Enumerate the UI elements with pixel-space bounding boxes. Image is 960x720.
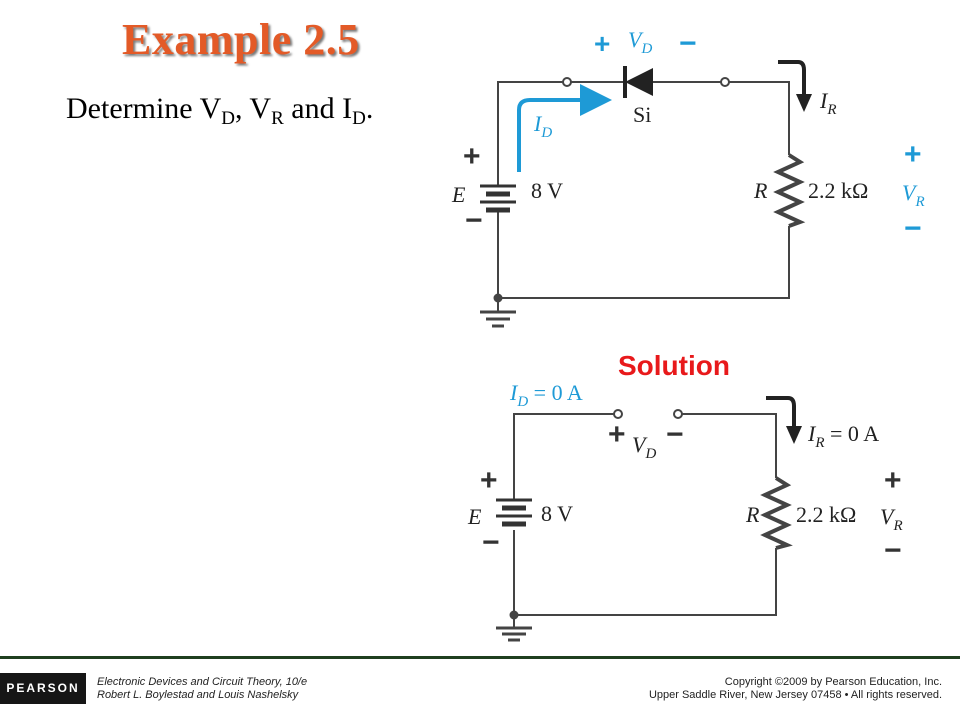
c2-resistor bbox=[760, 476, 793, 550]
c2-vd-label: VD bbox=[632, 432, 656, 462]
c1-res-name: R bbox=[753, 178, 768, 203]
rights-line: Upper Saddle River, New Jersey 07458 • A… bbox=[648, 689, 942, 701]
c2-vr-plus: + bbox=[884, 464, 902, 497]
c1-wire-resistor-bottom bbox=[497, 212, 790, 299]
c2-ir-arrowhead-icon bbox=[786, 426, 802, 444]
c1-source-name: E bbox=[451, 182, 466, 207]
c1-vd-minus: − bbox=[679, 27, 697, 60]
c2-vr-minus: − bbox=[884, 534, 902, 567]
circuit2 bbox=[496, 409, 793, 642]
c2-batt-minus: − bbox=[482, 526, 500, 559]
pearson-logo: PEARSON bbox=[0, 673, 86, 704]
copyright-line: Copyright ©2009 by Pearson Education, In… bbox=[724, 676, 942, 688]
c1-source-value: 8 V bbox=[531, 178, 563, 203]
c1-vr-plus: + bbox=[904, 138, 922, 171]
c1-wire-left bbox=[497, 81, 563, 186]
c1-resistor bbox=[773, 153, 806, 228]
c1-diode-icon bbox=[623, 66, 653, 98]
c1-wire-right bbox=[729, 81, 790, 155]
footer-divider bbox=[0, 656, 960, 659]
c1-ir-arrow-icon bbox=[778, 60, 806, 96]
c1-res-value: 2.2 kΩ bbox=[808, 178, 868, 203]
c1-ir-arrowhead-icon bbox=[796, 94, 812, 112]
c1-vd-plus: + bbox=[594, 28, 610, 59]
c2-battery-icon bbox=[496, 498, 532, 527]
c2-source-value: 8 V bbox=[541, 501, 573, 526]
c1-batt-minus: − bbox=[465, 204, 483, 237]
book-citation: Electronic Devices and Circuit Theory, 1… bbox=[97, 676, 307, 702]
circuit1 bbox=[480, 77, 806, 328]
book-title: Electronic Devices and Circuit Theory, 1… bbox=[97, 676, 308, 688]
c2-res-name: R bbox=[745, 502, 760, 527]
c1-vr-minus: − bbox=[904, 212, 922, 245]
c2-labels: ID = 0 A + VD − IR = 0 A + E 8 V − R 2.2… bbox=[467, 380, 903, 567]
c1-labels: + VD − Si ID IR + E 8 V − R 2.2 kΩ + VR … bbox=[451, 27, 925, 245]
c1-ground-node bbox=[493, 293, 503, 303]
c2-vr-label: VR bbox=[880, 504, 903, 534]
copyright-notice: Copyright ©2009 by Pearson Education, In… bbox=[649, 676, 942, 702]
slide-title: Example 2.5 bbox=[122, 15, 360, 64]
c2-wire-left bbox=[513, 413, 614, 500]
c2-ground-node bbox=[509, 610, 519, 620]
circuit-diagrams: + VD − Si ID IR + E 8 V − R 2.2 kΩ + VR … bbox=[451, 27, 925, 642]
c2-ground-icon bbox=[496, 626, 532, 642]
c2-vd-plus: + bbox=[608, 418, 626, 451]
c1-ir-label: IR bbox=[819, 88, 837, 118]
c1-id-arrow-icon bbox=[517, 84, 612, 172]
c1-vr-label: VR bbox=[902, 180, 925, 210]
c2-vd-minus: − bbox=[666, 418, 684, 451]
c1-vd-label: VD bbox=[628, 27, 652, 57]
c2-ir-arrow-icon bbox=[766, 396, 796, 428]
c2-ir-label: IR = 0 A bbox=[807, 421, 879, 451]
c2-res-value: 2.2 kΩ bbox=[796, 502, 856, 527]
c2-source-name: E bbox=[467, 504, 482, 529]
c1-ground-icon bbox=[480, 310, 516, 328]
solution-label: Solution bbox=[618, 350, 730, 381]
c2-batt-plus: + bbox=[480, 464, 498, 497]
c1-diode-material: Si bbox=[633, 102, 651, 127]
c2-wire-right bbox=[682, 413, 777, 478]
c2-terminal-left bbox=[613, 409, 623, 419]
question-text: Determine VD, VR and ID. bbox=[66, 92, 374, 129]
book-authors: Robert L. Boylestad and Louis Nashelsky bbox=[97, 689, 299, 701]
c1-battery-icon bbox=[480, 184, 516, 213]
c2-terminal-right bbox=[673, 409, 683, 419]
c1-batt-plus: + bbox=[463, 140, 481, 173]
c1-terminal-right bbox=[720, 77, 730, 87]
c2-wire-bottom bbox=[513, 530, 777, 616]
c2-id-label: ID = 0 A bbox=[509, 380, 583, 410]
c1-terminal-left bbox=[562, 77, 572, 87]
c1-id-label: ID bbox=[533, 111, 552, 141]
